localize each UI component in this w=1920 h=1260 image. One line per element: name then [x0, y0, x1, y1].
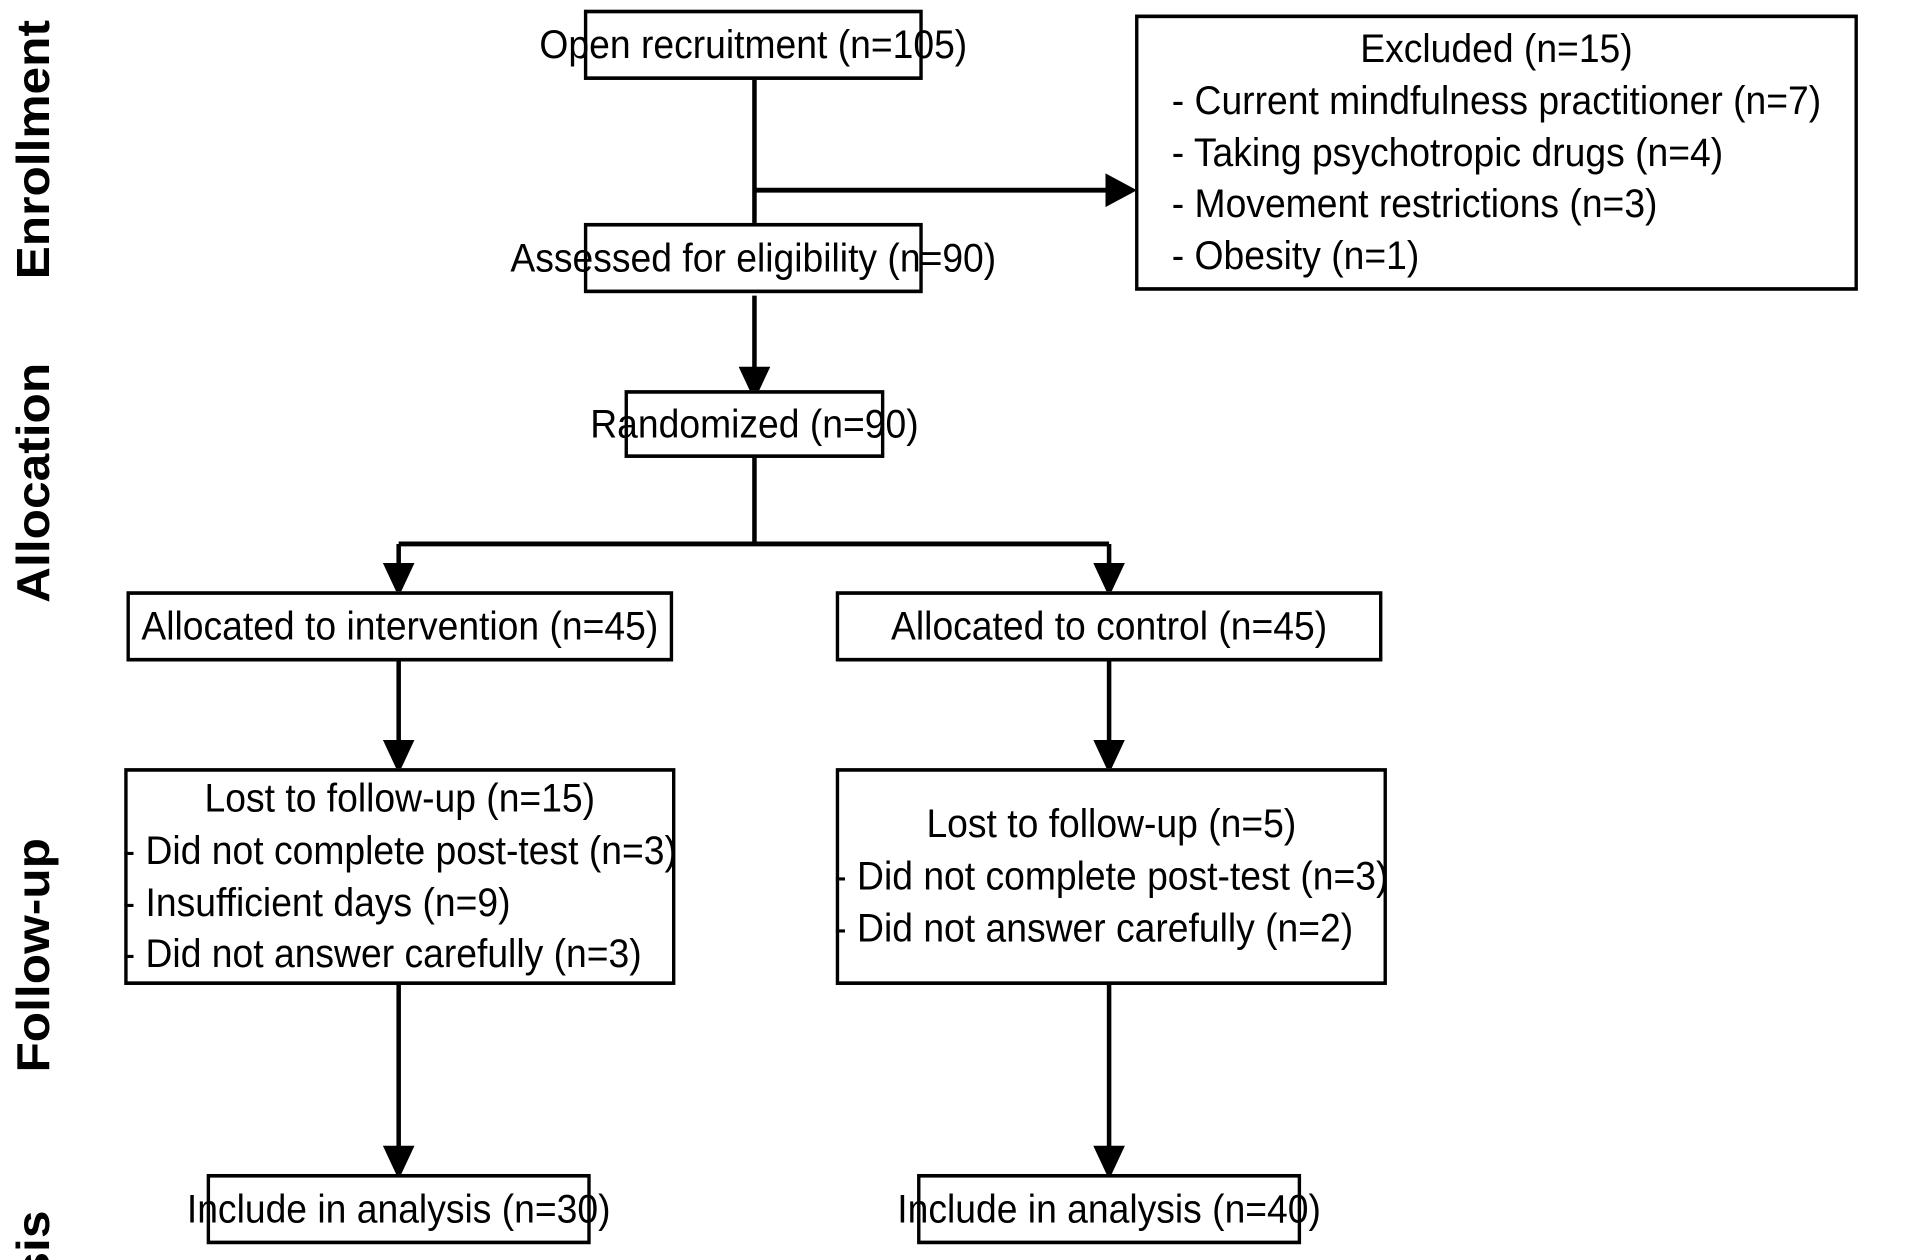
- node-lost-followup-intervention: Lost to follow-up (n=15) - Did not compl…: [122, 768, 677, 985]
- node-excluded: Excluded (n=15) - Current mindfulness pr…: [1135, 14, 1858, 291]
- stage-label-enrollment: Enrollment: [7, 19, 60, 280]
- stage-label-analysis: Analysis: [7, 1179, 60, 1260]
- node-lost-followup-control-reason-1: - Did not complete post-test (n=3): [834, 852, 1389, 898]
- node-excluded-reason-1: - Current mindfulness practitioner (n=7): [1171, 77, 1822, 122]
- node-excluded-reason-4: - Obesity (n=1): [1171, 233, 1420, 278]
- node-lost-followup-intervention-headline: Lost to follow-up (n=15): [204, 775, 596, 820]
- node-analysis-control-headline: Include in analysis (n=40): [897, 1185, 1321, 1231]
- node-lost-followup-intervention-reason-3: - Did not answer carefully (n=3): [122, 930, 642, 976]
- node-randomized-headline: Randomized (n=90): [590, 400, 919, 446]
- node-allocated-control-headline: Allocated to control (n=45): [891, 602, 1328, 648]
- node-assessed-eligibility-headline: Assessed for eligibility (n=90): [510, 234, 997, 280]
- node-excluded-headline: Excluded (n=15): [1360, 25, 1633, 70]
- node-lost-followup-intervention-reason-2: - Insufficient days (n=9): [122, 878, 511, 924]
- node-allocated-intervention-headline: Allocated to intervention (n=45): [141, 602, 659, 648]
- node-allocated-intervention: Allocated to intervention (n=45): [126, 591, 674, 662]
- node-excluded-reason-3: - Movement restrictions (n=3): [1171, 181, 1658, 226]
- node-lost-followup-intervention-reason-1: - Did not complete post-test (n=3): [122, 827, 677, 872]
- node-open-recruitment: Open recruitment (n=105): [539, 9, 967, 80]
- node-lost-followup-control-reason-2: - Did not answer carefully (n=2): [834, 904, 1354, 950]
- node-lost-followup-control-headline: Lost to follow-up (n=5): [926, 801, 1297, 846]
- node-randomized: Randomized (n=90): [590, 390, 919, 458]
- node-open-recruitment-headline: Open recruitment (n=105): [539, 21, 968, 67]
- stage-label-followup: Follow-up: [7, 838, 60, 1073]
- node-analysis-intervention-headline: Include in analysis (n=30): [186, 1185, 611, 1231]
- stage-label-allocation: Allocation: [7, 362, 60, 603]
- node-analysis-intervention: Include in analysis (n=30): [187, 1173, 611, 1245]
- node-analysis-control: Include in analysis (n=40): [897, 1173, 1321, 1245]
- node-allocated-control: Allocated to control (n=45): [835, 591, 1383, 662]
- node-excluded-reason-2: - Taking psychotropic drugs (n=4): [1171, 129, 1724, 174]
- node-lost-followup-control: Lost to follow-up (n=5) - Did not comple…: [834, 768, 1389, 985]
- node-assessed-eligibility: Assessed for eligibility (n=90): [510, 222, 996, 294]
